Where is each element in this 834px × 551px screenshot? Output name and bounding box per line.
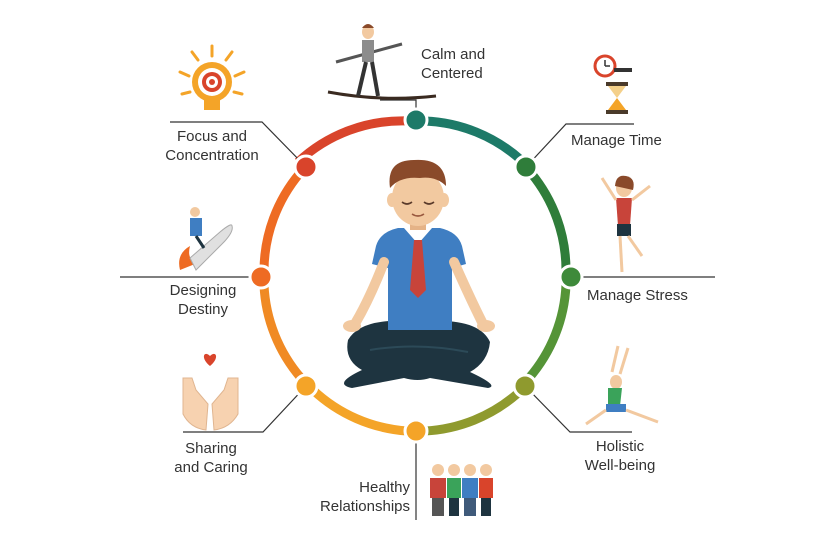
connector-top-right — [525, 123, 634, 168]
label-manage-time: Manage Time — [571, 132, 662, 149]
yoga-pose-icon — [585, 345, 659, 426]
ring-segment-green-lower — [525, 284, 571, 381]
node-left — [248, 264, 274, 290]
label-healthy-relationships: Healthy Relationships — [319, 479, 410, 515]
ring-segment-red — [294, 116, 410, 166]
ring-segment-green-upper — [527, 170, 571, 271]
ring-segment-teal — [424, 116, 525, 164]
label-calm-centered: Calm and Centered — [421, 46, 486, 82]
label-sharing-caring: Sharing and Caring — [174, 440, 248, 476]
node-bottom-right — [512, 373, 538, 399]
node-top-left — [293, 154, 319, 180]
target-bulb-icon — [178, 44, 246, 110]
node-top — [403, 107, 429, 133]
tightrope-walker-icon — [327, 24, 437, 100]
node-top-right — [513, 154, 539, 180]
connector-bottom-left — [183, 385, 307, 433]
node-bottom — [403, 418, 429, 444]
rocket-rider-icon — [179, 207, 233, 271]
ring-segment-amber — [309, 386, 408, 436]
connector-top-left — [170, 121, 307, 168]
label-focus-concentration: Focus and Concentration — [165, 128, 259, 164]
node-bottom-left — [293, 373, 319, 399]
node-right — [558, 264, 584, 290]
connector-bottom-right — [524, 385, 632, 433]
hands-heart-icon — [182, 353, 239, 431]
connector-lines — [120, 99, 715, 520]
group-people-icon — [430, 464, 493, 516]
label-designing-destiny: Designing Destiny — [169, 282, 237, 318]
ring-segment-orange-lower — [259, 284, 305, 381]
ring-segment-olive — [424, 390, 520, 436]
happy-woman-icon — [600, 175, 651, 273]
label-manage-stress: Manage Stress — [587, 287, 688, 304]
meditating-man-icon — [343, 159, 495, 388]
ring-nodes — [248, 107, 584, 444]
benefit-ring — [259, 116, 571, 436]
ring-segment-orange-upper — [259, 170, 304, 271]
label-holistic-wellbeing: Holistic Well-being — [584, 438, 656, 474]
clock-hourglass-icon — [593, 54, 632, 114]
